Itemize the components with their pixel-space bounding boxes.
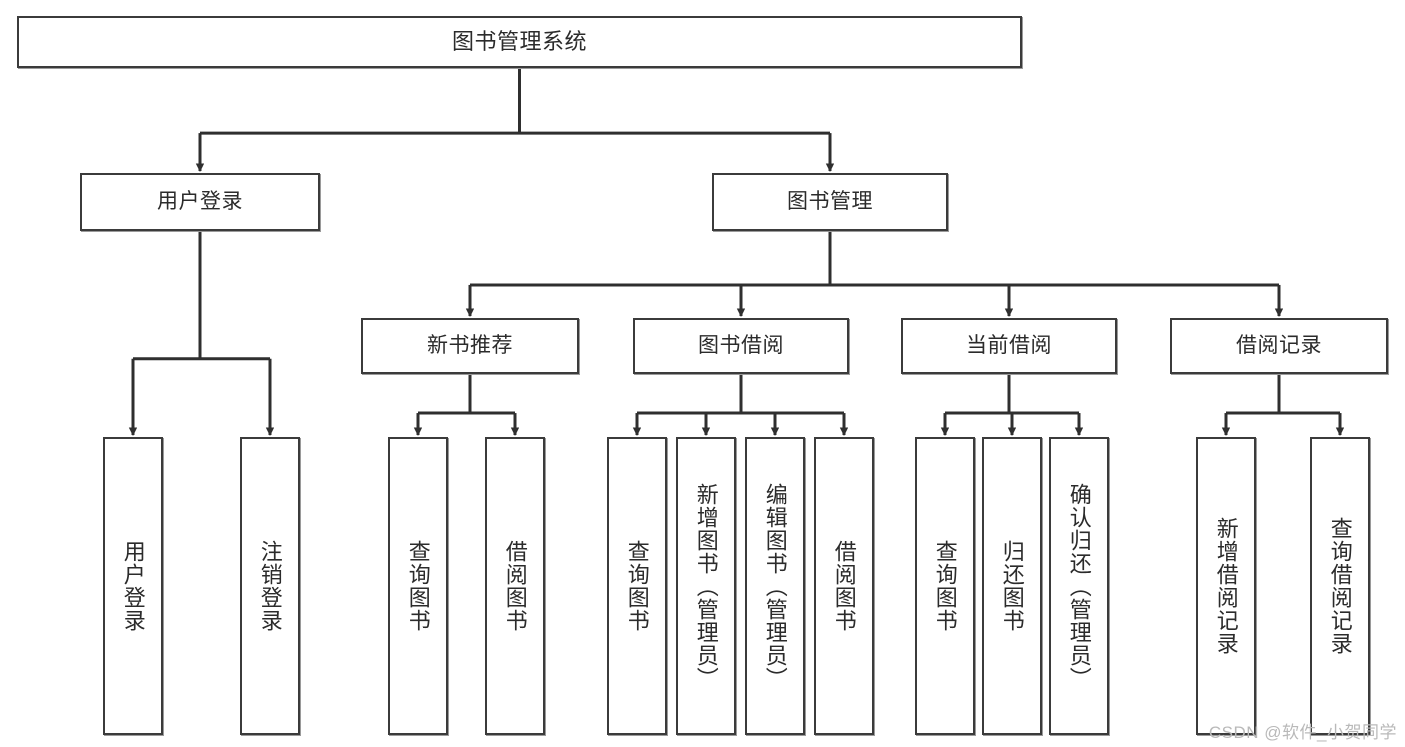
node-user-login-module[interactable]: 用户登录 <box>80 173 320 231</box>
leaf-borrow-borrow-book-label: 借阅图书 <box>831 540 857 632</box>
leaf-record-query-label: 查询借阅记录 <box>1327 517 1353 655</box>
leaf-current-query-book-label: 查询图书 <box>932 540 958 632</box>
leaf-current-confirm-return[interactable]: 确认归还（管理员） <box>1049 437 1109 735</box>
leaf-current-confirm-return-label: 确认归还（管理员） <box>1066 482 1092 690</box>
leaf-current-return-book-label: 归还图书 <box>999 540 1025 632</box>
node-book-borrow-label: 图书借阅 <box>698 334 784 358</box>
node-current-borrow-label: 当前借阅 <box>966 334 1052 358</box>
node-current-borrow[interactable]: 当前借阅 <box>901 318 1117 374</box>
node-borrow-record[interactable]: 借阅记录 <box>1170 318 1388 374</box>
leaf-user-logout[interactable]: 注销登录 <box>240 437 300 735</box>
leaf-record-query[interactable]: 查询借阅记录 <box>1310 437 1370 735</box>
leaf-record-add-label: 新增借阅记录 <box>1213 517 1239 655</box>
leaf-borrow-edit-book-label: 编辑图书（管理员） <box>762 482 788 690</box>
leaf-new-query-book-label: 查询图书 <box>405 540 431 632</box>
leaf-borrow-add-book-label: 新增图书（管理员） <box>693 482 719 690</box>
node-book-management-module-label: 图书管理 <box>787 190 873 214</box>
node-book-management-module[interactable]: 图书管理 <box>712 173 948 231</box>
leaf-new-borrow-book[interactable]: 借阅图书 <box>485 437 545 735</box>
leaf-user-logout-label: 注销登录 <box>257 540 283 632</box>
leaf-borrow-query-book-label: 查询图书 <box>624 540 650 632</box>
leaf-borrow-add-book[interactable]: 新增图书（管理员） <box>676 437 736 735</box>
leaf-record-add[interactable]: 新增借阅记录 <box>1196 437 1256 735</box>
leaf-new-query-book[interactable]: 查询图书 <box>388 437 448 735</box>
leaf-new-borrow-book-label: 借阅图书 <box>502 540 528 632</box>
node-book-borrow[interactable]: 图书借阅 <box>633 318 849 374</box>
node-root[interactable]: 图书管理系统 <box>17 16 1022 68</box>
leaf-current-query-book[interactable]: 查询图书 <box>915 437 975 735</box>
leaf-borrow-query-book[interactable]: 查询图书 <box>607 437 667 735</box>
node-new-book-recommend-label: 新书推荐 <box>427 334 513 358</box>
node-root-label: 图书管理系统 <box>451 28 587 54</box>
leaf-user-login-label: 用户登录 <box>120 540 146 632</box>
node-user-login-module-label: 用户登录 <box>157 190 243 214</box>
leaf-borrow-edit-book[interactable]: 编辑图书（管理员） <box>745 437 805 735</box>
leaf-borrow-borrow-book[interactable]: 借阅图书 <box>814 437 874 735</box>
leaf-user-login[interactable]: 用户登录 <box>103 437 163 735</box>
leaf-current-return-book[interactable]: 归还图书 <box>982 437 1042 735</box>
node-new-book-recommend[interactable]: 新书推荐 <box>361 318 579 374</box>
node-borrow-record-label: 借阅记录 <box>1236 334 1322 358</box>
